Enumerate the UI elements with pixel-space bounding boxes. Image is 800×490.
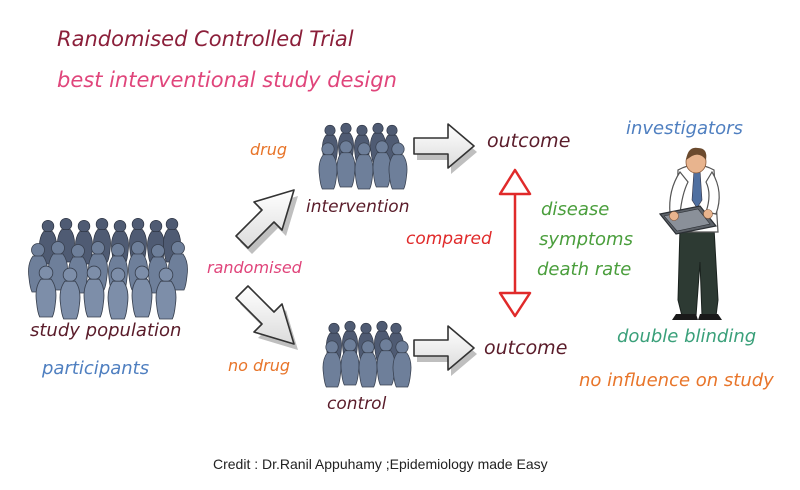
arrow-to-outcome-bottom-icon: [413, 325, 477, 376]
label-control: control: [327, 394, 387, 414]
investigator-icon: [658, 147, 722, 320]
diagram-graphics: [28, 122, 722, 388]
label-randomised: randomised: [207, 258, 302, 277]
label-study-population: study population: [30, 320, 182, 341]
control-crowd-icon: [322, 320, 412, 388]
arrow-to-intervention-icon: [235, 189, 298, 254]
diagram-title: Randomised Controlled Trial: [57, 27, 354, 51]
label-outcome-top: outcome: [487, 130, 571, 152]
label-symptoms: symptoms: [539, 229, 633, 250]
label-intervention: intervention: [306, 197, 410, 217]
label-outcome-bottom: outcome: [484, 337, 568, 359]
label-no-drug: no drug: [228, 356, 291, 375]
credit-text: Credit : Dr.Ranil Appuhamy ;Epidemiology…: [213, 456, 548, 472]
label-investigators: investigators: [626, 118, 743, 139]
diagram-subtitle: best interventional study design: [57, 68, 397, 92]
study-population-crowd-icon: [28, 217, 188, 320]
label-disease: disease: [541, 199, 610, 220]
label-death-rate: death rate: [537, 259, 632, 280]
arrow-to-outcome-top-icon: [413, 123, 477, 174]
intervention-crowd-icon: [318, 122, 408, 190]
label-compared: compared: [406, 229, 492, 249]
label-participants: participants: [42, 358, 150, 379]
label-drug: drug: [250, 140, 288, 159]
arrow-to-control-icon: [235, 285, 298, 350]
label-no-influence: no influence on study: [579, 370, 774, 391]
credit-strip: Credit : Dr.Ranil Appuhamy ;Epidemiology…: [0, 440, 800, 490]
label-double-blinding: double blinding: [617, 326, 757, 347]
double-headed-arrow-icon: [498, 168, 532, 318]
